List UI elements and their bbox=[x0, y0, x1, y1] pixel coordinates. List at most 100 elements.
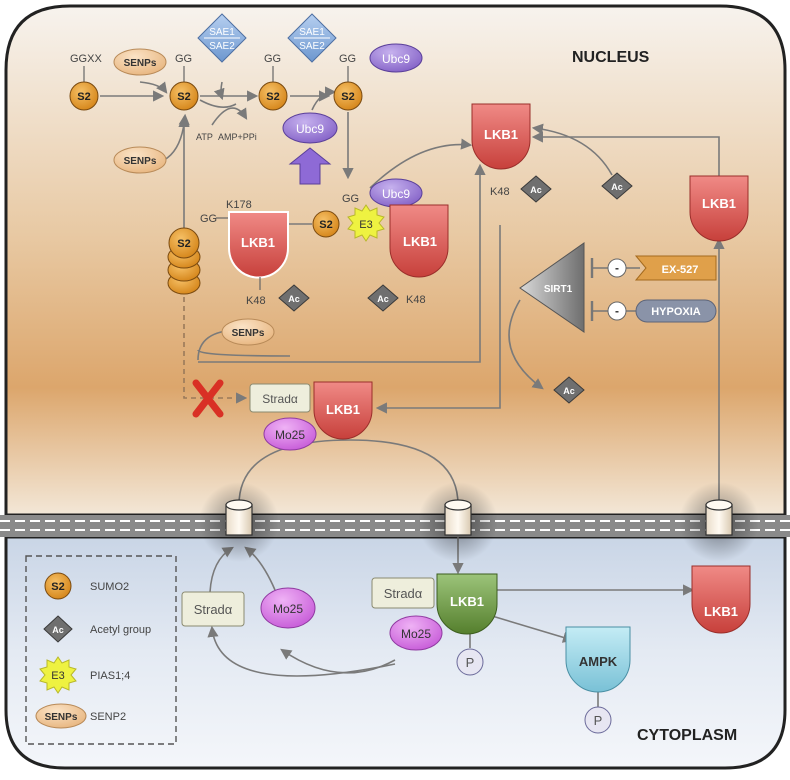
svg-text:Mo25: Mo25 bbox=[275, 428, 305, 442]
svg-text:S2: S2 bbox=[266, 91, 279, 103]
acetyl-group-1: Ac bbox=[367, 284, 399, 312]
phospho-lkb1: P bbox=[456, 648, 484, 676]
lkb1-export: LKB1 bbox=[689, 175, 749, 242]
svg-text:SENPs: SENPs bbox=[124, 58, 157, 69]
senps-enzyme-2: SENPs bbox=[113, 146, 167, 174]
s2-node-2: S2 bbox=[169, 81, 199, 111]
svg-text:E3: E3 bbox=[359, 219, 372, 231]
legend-box: S2 SUMO2 Ac Acetyl group E3 PIAS1;4 SENP… bbox=[25, 555, 177, 745]
mo25-cytoplasm-complex: Mo25 bbox=[389, 615, 443, 651]
svg-text:-: - bbox=[615, 261, 619, 275]
svg-text:SAE2: SAE2 bbox=[299, 41, 325, 52]
lkb1-sumoylated: LKB1 bbox=[228, 211, 289, 279]
svg-text:E3: E3 bbox=[51, 670, 64, 682]
s2-node-5: S2 bbox=[312, 210, 340, 238]
svg-text:SAE1: SAE1 bbox=[209, 27, 235, 38]
s2-node-3: S2 bbox=[258, 81, 288, 111]
legend-item-senps: SENPs SENP2 bbox=[35, 703, 126, 729]
nuclear-membrane bbox=[0, 515, 790, 537]
lkb1-nuclear-complex: LKB1 bbox=[313, 381, 373, 440]
svg-text:Ac: Ac bbox=[611, 182, 623, 192]
svg-text:LKB1: LKB1 bbox=[704, 604, 738, 619]
svg-text:Ubc9: Ubc9 bbox=[296, 122, 324, 136]
svg-text:SAE2: SAE2 bbox=[209, 41, 235, 52]
acetyl-group-3: Ac bbox=[520, 175, 552, 203]
lkb1-cytoplasm-active: LKB1 bbox=[436, 573, 498, 635]
k48-label-1: K48 bbox=[406, 294, 426, 306]
svg-text:SENPs: SENPs bbox=[45, 712, 78, 723]
gg-label-3: GG bbox=[339, 53, 356, 65]
svg-text:PIAS1;4: PIAS1;4 bbox=[90, 670, 130, 682]
svg-text:Ac: Ac bbox=[288, 294, 300, 304]
k48-label-3: K48 bbox=[490, 186, 510, 198]
svg-text:Stradα: Stradα bbox=[194, 602, 233, 617]
nuclear-pore-2 bbox=[418, 482, 498, 562]
ubc9-enzyme-2: Ubc9 bbox=[282, 112, 338, 144]
svg-text:SENP2: SENP2 bbox=[90, 711, 126, 723]
e3-ligase: E3 bbox=[347, 204, 385, 242]
svg-text:Ac: Ac bbox=[52, 625, 64, 635]
sae-complex-1: SAE1 SAE2 bbox=[197, 13, 247, 63]
svg-text:S2: S2 bbox=[177, 238, 190, 250]
sae-complex-2: SAE1 SAE2 bbox=[287, 13, 337, 63]
svg-text:Ac: Ac bbox=[530, 185, 542, 195]
sumo-chain-stack: S2 bbox=[167, 227, 201, 295]
blocked-sumo-path bbox=[183, 288, 248, 404]
cytoplasm-label: CYTOPLASM bbox=[637, 727, 737, 744]
lkb1-nuclear-1: LKB1 bbox=[471, 103, 531, 170]
svg-text:Ac: Ac bbox=[377, 294, 389, 304]
svg-text:S2: S2 bbox=[51, 581, 64, 593]
gg-label-2: GG bbox=[264, 53, 281, 65]
nucleus-label: NUCLEUS bbox=[572, 49, 650, 66]
strada-nuclear: Stradα bbox=[249, 383, 311, 413]
nuclear-pore-1 bbox=[199, 482, 279, 562]
acetyl-group-4: Ac bbox=[601, 172, 633, 200]
strada-cytoplasm-complex: Stradα bbox=[371, 577, 435, 609]
senps-enzyme-1: SENPs bbox=[113, 48, 167, 76]
svg-text:Mo25: Mo25 bbox=[401, 627, 431, 641]
acetyl-group-2: Ac bbox=[278, 284, 310, 312]
svg-text:S2: S2 bbox=[319, 219, 332, 231]
svg-text:LKB1: LKB1 bbox=[241, 235, 275, 250]
svg-text:AMPK: AMPK bbox=[579, 654, 618, 669]
strada-cytoplasm-free: Stradα bbox=[181, 591, 245, 627]
svg-text:Ubc9: Ubc9 bbox=[382, 52, 410, 66]
svg-text:S2: S2 bbox=[341, 91, 354, 103]
svg-text:-: - bbox=[615, 304, 619, 318]
svg-text:S2: S2 bbox=[77, 91, 90, 103]
ex527-label: EX-527 bbox=[662, 264, 699, 276]
svg-text:SENPs: SENPs bbox=[232, 328, 265, 339]
legend-item-acetyl: Ac Acetyl group bbox=[43, 615, 151, 643]
mo25-nuclear: Mo25 bbox=[263, 417, 317, 451]
block-x-icon bbox=[192, 379, 224, 418]
lkb1-cytoplasm-red: LKB1 bbox=[691, 565, 751, 634]
svg-text:Stradα: Stradα bbox=[384, 586, 423, 601]
svg-text:P: P bbox=[466, 655, 475, 670]
lkb1-nuclear-2: LKB1 bbox=[389, 204, 449, 278]
svg-text:Mo25: Mo25 bbox=[273, 602, 303, 616]
ampk-kinase: AMPK bbox=[565, 626, 631, 693]
hypoxia-label: HYPOXIA bbox=[651, 306, 701, 318]
up-arrow-icon bbox=[288, 147, 332, 185]
svg-text:LKB1: LKB1 bbox=[403, 234, 437, 249]
gg-label-5: GG bbox=[200, 213, 217, 225]
gg-label-4: GG bbox=[342, 193, 359, 205]
ubc9-enzyme-3: Ubc9 bbox=[369, 178, 423, 208]
svg-text:LKB1: LKB1 bbox=[326, 402, 360, 417]
ubc9-enzyme-1: Ubc9 bbox=[369, 43, 423, 73]
nuclear-pore-3 bbox=[679, 482, 759, 562]
s2-node-1: S2 bbox=[69, 81, 99, 111]
svg-text:S2: S2 bbox=[177, 91, 190, 103]
svg-text:SAE1: SAE1 bbox=[299, 27, 325, 38]
svg-text:LKB1: LKB1 bbox=[702, 196, 736, 211]
sirt1-enzyme: SIRT1 bbox=[519, 242, 585, 333]
svg-text:Acetyl group: Acetyl group bbox=[90, 624, 151, 636]
inhibition-ex527: - EX-527 bbox=[590, 255, 717, 281]
k48-label-2: K48 bbox=[246, 295, 266, 307]
k178-label: K178 bbox=[226, 199, 252, 211]
legend-item-sumo2: S2 SUMO2 bbox=[44, 572, 129, 600]
atp-label: ATP bbox=[196, 132, 213, 142]
phospho-ampk: P bbox=[584, 706, 612, 734]
svg-text:SUMO2: SUMO2 bbox=[90, 581, 129, 593]
